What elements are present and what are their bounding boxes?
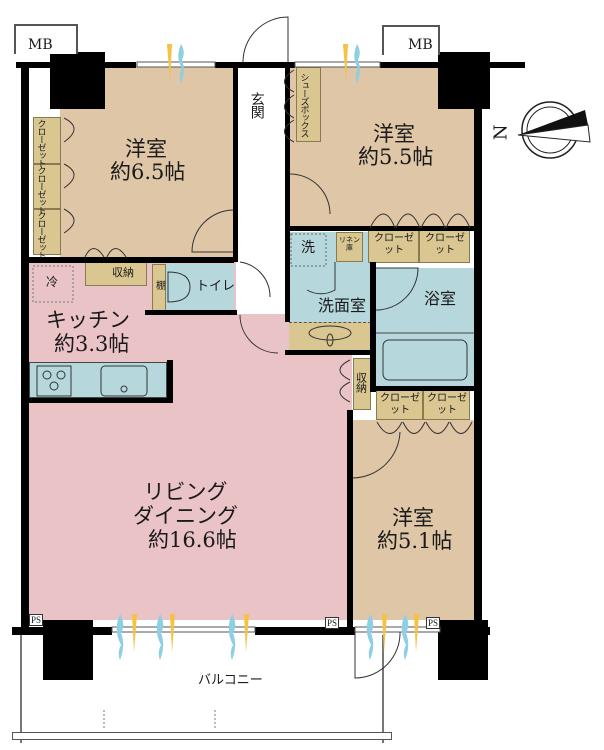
living-name: リビング ダイニング — [133, 480, 238, 529]
mb-label-left: MB — [28, 37, 53, 53]
bedroom-1-size: 約6.5帖 — [110, 160, 186, 184]
ventilation-icon — [116, 614, 419, 660]
shoe-box-door-icon — [284, 69, 295, 143]
balcony-label: バルコニー — [198, 673, 263, 688]
wall-top-mid — [215, 62, 295, 68]
shelf-label: 棚 — [153, 280, 165, 289]
closet-left-3[interactable] — [33, 209, 61, 255]
north-arrow-icon — [517, 101, 591, 159]
ventilation-icon — [167, 44, 360, 84]
closet-bedroom3-1[interactable] — [376, 390, 423, 420]
wall-bottom-mid — [255, 627, 355, 635]
wall-left — [21, 62, 29, 632]
door-icon — [352, 431, 401, 479]
mb-box-right — [382, 25, 440, 55]
wall-right — [474, 62, 482, 632]
bedroom-2-size: 約5.5帖 — [358, 145, 434, 169]
entrance-door-icon — [242, 16, 289, 63]
mb-box-left — [14, 24, 78, 54]
bathroom-label: 浴室 — [424, 289, 457, 308]
door-icon — [191, 209, 234, 253]
window-icon — [136, 61, 381, 68]
ps-label-1: PS — [29, 614, 44, 626]
stove-icon — [36, 365, 72, 397]
bedroom-1-name: 洋室 — [125, 137, 167, 161]
closet-door-icon — [63, 117, 127, 258]
fridge-space-icon — [32, 265, 74, 303]
linen-closet[interactable] — [336, 232, 363, 262]
toilet-door-icon — [239, 261, 271, 298]
window-icon — [111, 626, 441, 633]
living-size: 約16.6帖 — [148, 528, 237, 552]
bedroom-3-name: 洋室 — [392, 506, 434, 530]
linen-label: リネン庫 — [339, 236, 360, 253]
wall-hall-right — [285, 62, 290, 322]
wall-bedroom3-left — [347, 410, 353, 628]
sink-icon — [308, 325, 352, 341]
wall-bedroom2-bottom — [290, 226, 476, 231]
room-bedroom-3 — [352, 420, 476, 620]
closet-bedroom3-1-label: クローゼット — [380, 393, 420, 416]
bath-door-icon — [375, 267, 419, 311]
column-top-left — [50, 52, 105, 109]
closet-left-3-label: クローゼット — [35, 211, 46, 259]
closet-bedroom2-1-label: クローゼット — [374, 233, 414, 256]
hallway — [236, 64, 288, 314]
closet-bedroom2-1[interactable] — [368, 230, 419, 263]
wall-washroom-bottom — [285, 350, 375, 355]
wall-hall-left — [233, 62, 238, 262]
fridge-label: 冷 — [46, 275, 59, 289]
washroom-vanity — [289, 322, 371, 350]
wall-kitchen-counter — [167, 360, 173, 402]
closet-bedroom3-2-label: クローゼット — [427, 393, 467, 416]
wall-kitchen-counter-bottom — [27, 398, 173, 403]
wall-bedroom1-bottom — [29, 257, 234, 263]
entrance-label: 玄関 — [248, 92, 265, 118]
closet-bedroom2-2-label: クローゼット — [425, 233, 465, 256]
compass-north-label: N — [490, 124, 512, 141]
wall-bath-bottom — [370, 386, 476, 391]
balcony-door-icon — [354, 631, 401, 679]
storage-door-icon — [339, 359, 351, 403]
closet-left-1[interactable] — [33, 117, 61, 164]
closet-left-2[interactable] — [33, 164, 61, 209]
closet-left-2-label: クローゼット — [35, 166, 46, 214]
bedroom-3-size: 約5.1帖 — [377, 529, 453, 553]
column-bottom-right — [438, 620, 488, 680]
shoe-box[interactable] — [296, 67, 321, 142]
closet-bedroom2-2[interactable] — [419, 230, 470, 263]
shoe-box-label: シューズボックス — [298, 73, 309, 137]
washer-space-icon — [290, 233, 327, 267]
closet-left-1-label: クローゼット — [35, 119, 46, 167]
bathtub-icon — [382, 339, 468, 381]
ps-label-2: PS — [325, 617, 340, 629]
shuno-1-label: 収納 — [112, 266, 134, 279]
closet-bedroom3-2[interactable] — [423, 390, 470, 420]
living-door-icon — [239, 314, 279, 354]
ps-label-3: PS — [426, 617, 441, 629]
column-bottom-left — [43, 620, 93, 680]
toilet-icon — [167, 271, 191, 303]
wall-toilet-bottom — [145, 310, 237, 315]
kitchen-counter — [29, 362, 167, 398]
wall-bath-left — [370, 262, 376, 392]
closet-door-icon — [376, 421, 473, 434]
kitchen-sink-icon — [100, 365, 148, 397]
balcony-area — [20, 635, 384, 743]
mb-label-right: MB — [408, 37, 433, 53]
door-icon — [289, 173, 331, 215]
room-bathroom — [374, 268, 476, 386]
toilet-label: トイレ — [196, 279, 236, 294]
closet-door-icon — [369, 213, 471, 229]
bedroom-2-name: 洋室 — [373, 122, 415, 146]
shuno-2-label: 収納 — [354, 372, 368, 392]
door-icon — [306, 262, 336, 295]
balcony-rail — [12, 732, 392, 740]
washroom-label: 洗面室 — [318, 296, 367, 315]
kitchen-size: 約3.3帖 — [54, 332, 130, 356]
kitchen-name: キッチン — [46, 308, 130, 332]
washer-label: 洗 — [301, 240, 315, 256]
